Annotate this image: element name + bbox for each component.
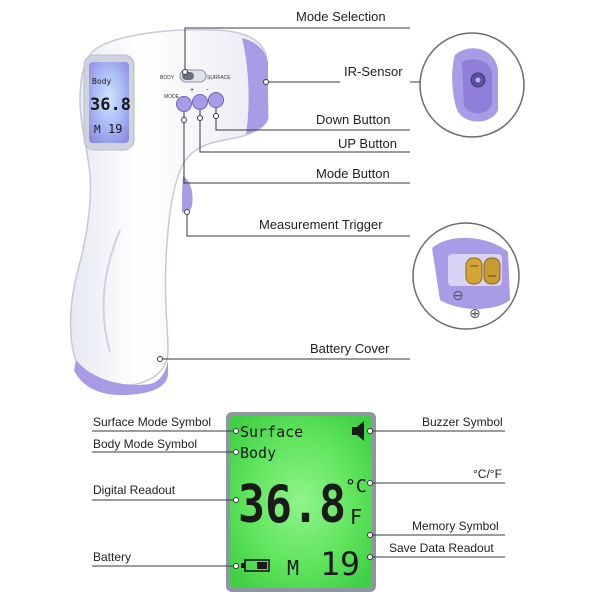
label-down-button: Down Button — [316, 112, 391, 127]
label-digital-readout: Digital Readout — [93, 483, 176, 497]
switch-minus: - — [206, 87, 209, 94]
lcd-surface-text: Surface — [240, 423, 303, 441]
battery-cell-1 — [465, 257, 483, 285]
label-buzzer-symbol: Buzzer Symbol — [422, 415, 503, 429]
battery-plus-icon: ⊕ — [469, 305, 481, 321]
mini-display — [89, 62, 129, 143]
measurement-trigger[interactable] — [182, 176, 193, 213]
mode-button[interactable] — [176, 96, 192, 112]
switch-label-body: BODY — [160, 75, 175, 81]
lcd-unit-fahrenheit: F — [350, 505, 362, 529]
battery-cell-2 — [483, 257, 501, 285]
down-button[interactable] — [208, 92, 224, 108]
thermometer-device: Body 36.8 M 19 BODY SURFACE MODE + - — [69, 28, 269, 395]
switch-plus: + — [190, 87, 194, 94]
label-memory-symbol: Memory Symbol — [412, 519, 499, 533]
sensor-tip — [242, 38, 268, 134]
label-unit-symbol: °C/°F — [473, 467, 502, 481]
switch-label-surface: SURFACE — [207, 75, 231, 81]
lcd-reading: 36.8 — [238, 475, 346, 535]
device-leader-lines — [160, 27, 420, 360]
label-mode-button: Mode Button — [316, 166, 390, 181]
device-leader-dots — [157, 69, 269, 362]
mini-display-memory-value: 19 — [108, 122, 122, 136]
label-body-mode-symbol: Body Mode Symbol — [93, 437, 198, 451]
mini-display-body: Body — [92, 77, 111, 86]
lcd-memory-value: 19 — [320, 545, 360, 583]
lcd-body-text: Body — [240, 444, 276, 462]
lcd-unit-celsius: °C — [345, 476, 367, 497]
label-mode-selection: Mode Selection — [296, 9, 386, 24]
battery-minus-icon: ⊖ — [452, 287, 464, 303]
lcd-display: Surface Body 36.8 °C F M 19 — [226, 412, 376, 592]
battery-cover-band — [74, 360, 168, 395]
lcd-leader-dots — [233, 428, 373, 569]
grip-groove — [102, 229, 121, 353]
lcd-memory-symbol: M — [287, 556, 299, 580]
lcd-leader-lines — [92, 430, 505, 567]
label-battery-cover: Battery Cover — [310, 341, 390, 356]
label-surface-mode-symbol: Surface Mode Symbol — [93, 415, 212, 429]
label-battery: Battery — [93, 550, 132, 564]
mini-display-reading: 36.8 — [90, 95, 131, 115]
label-ir-sensor: IR-Sensor — [344, 64, 403, 79]
label-measurement-trigger: Measurement Trigger — [259, 217, 383, 232]
battery-callout: ⊖ ⊕ — [412, 222, 520, 330]
switch-label-mode: MODE — [164, 94, 180, 100]
speaker-icon — [352, 421, 364, 441]
label-up-button: UP Button — [338, 136, 398, 151]
mini-display-memory: M — [94, 123, 101, 136]
battery-icon — [241, 559, 270, 572]
label-save-data-readout: Save Data Readout — [389, 541, 494, 555]
up-button[interactable] — [192, 94, 208, 110]
ir-sensor-callout — [419, 32, 525, 138]
